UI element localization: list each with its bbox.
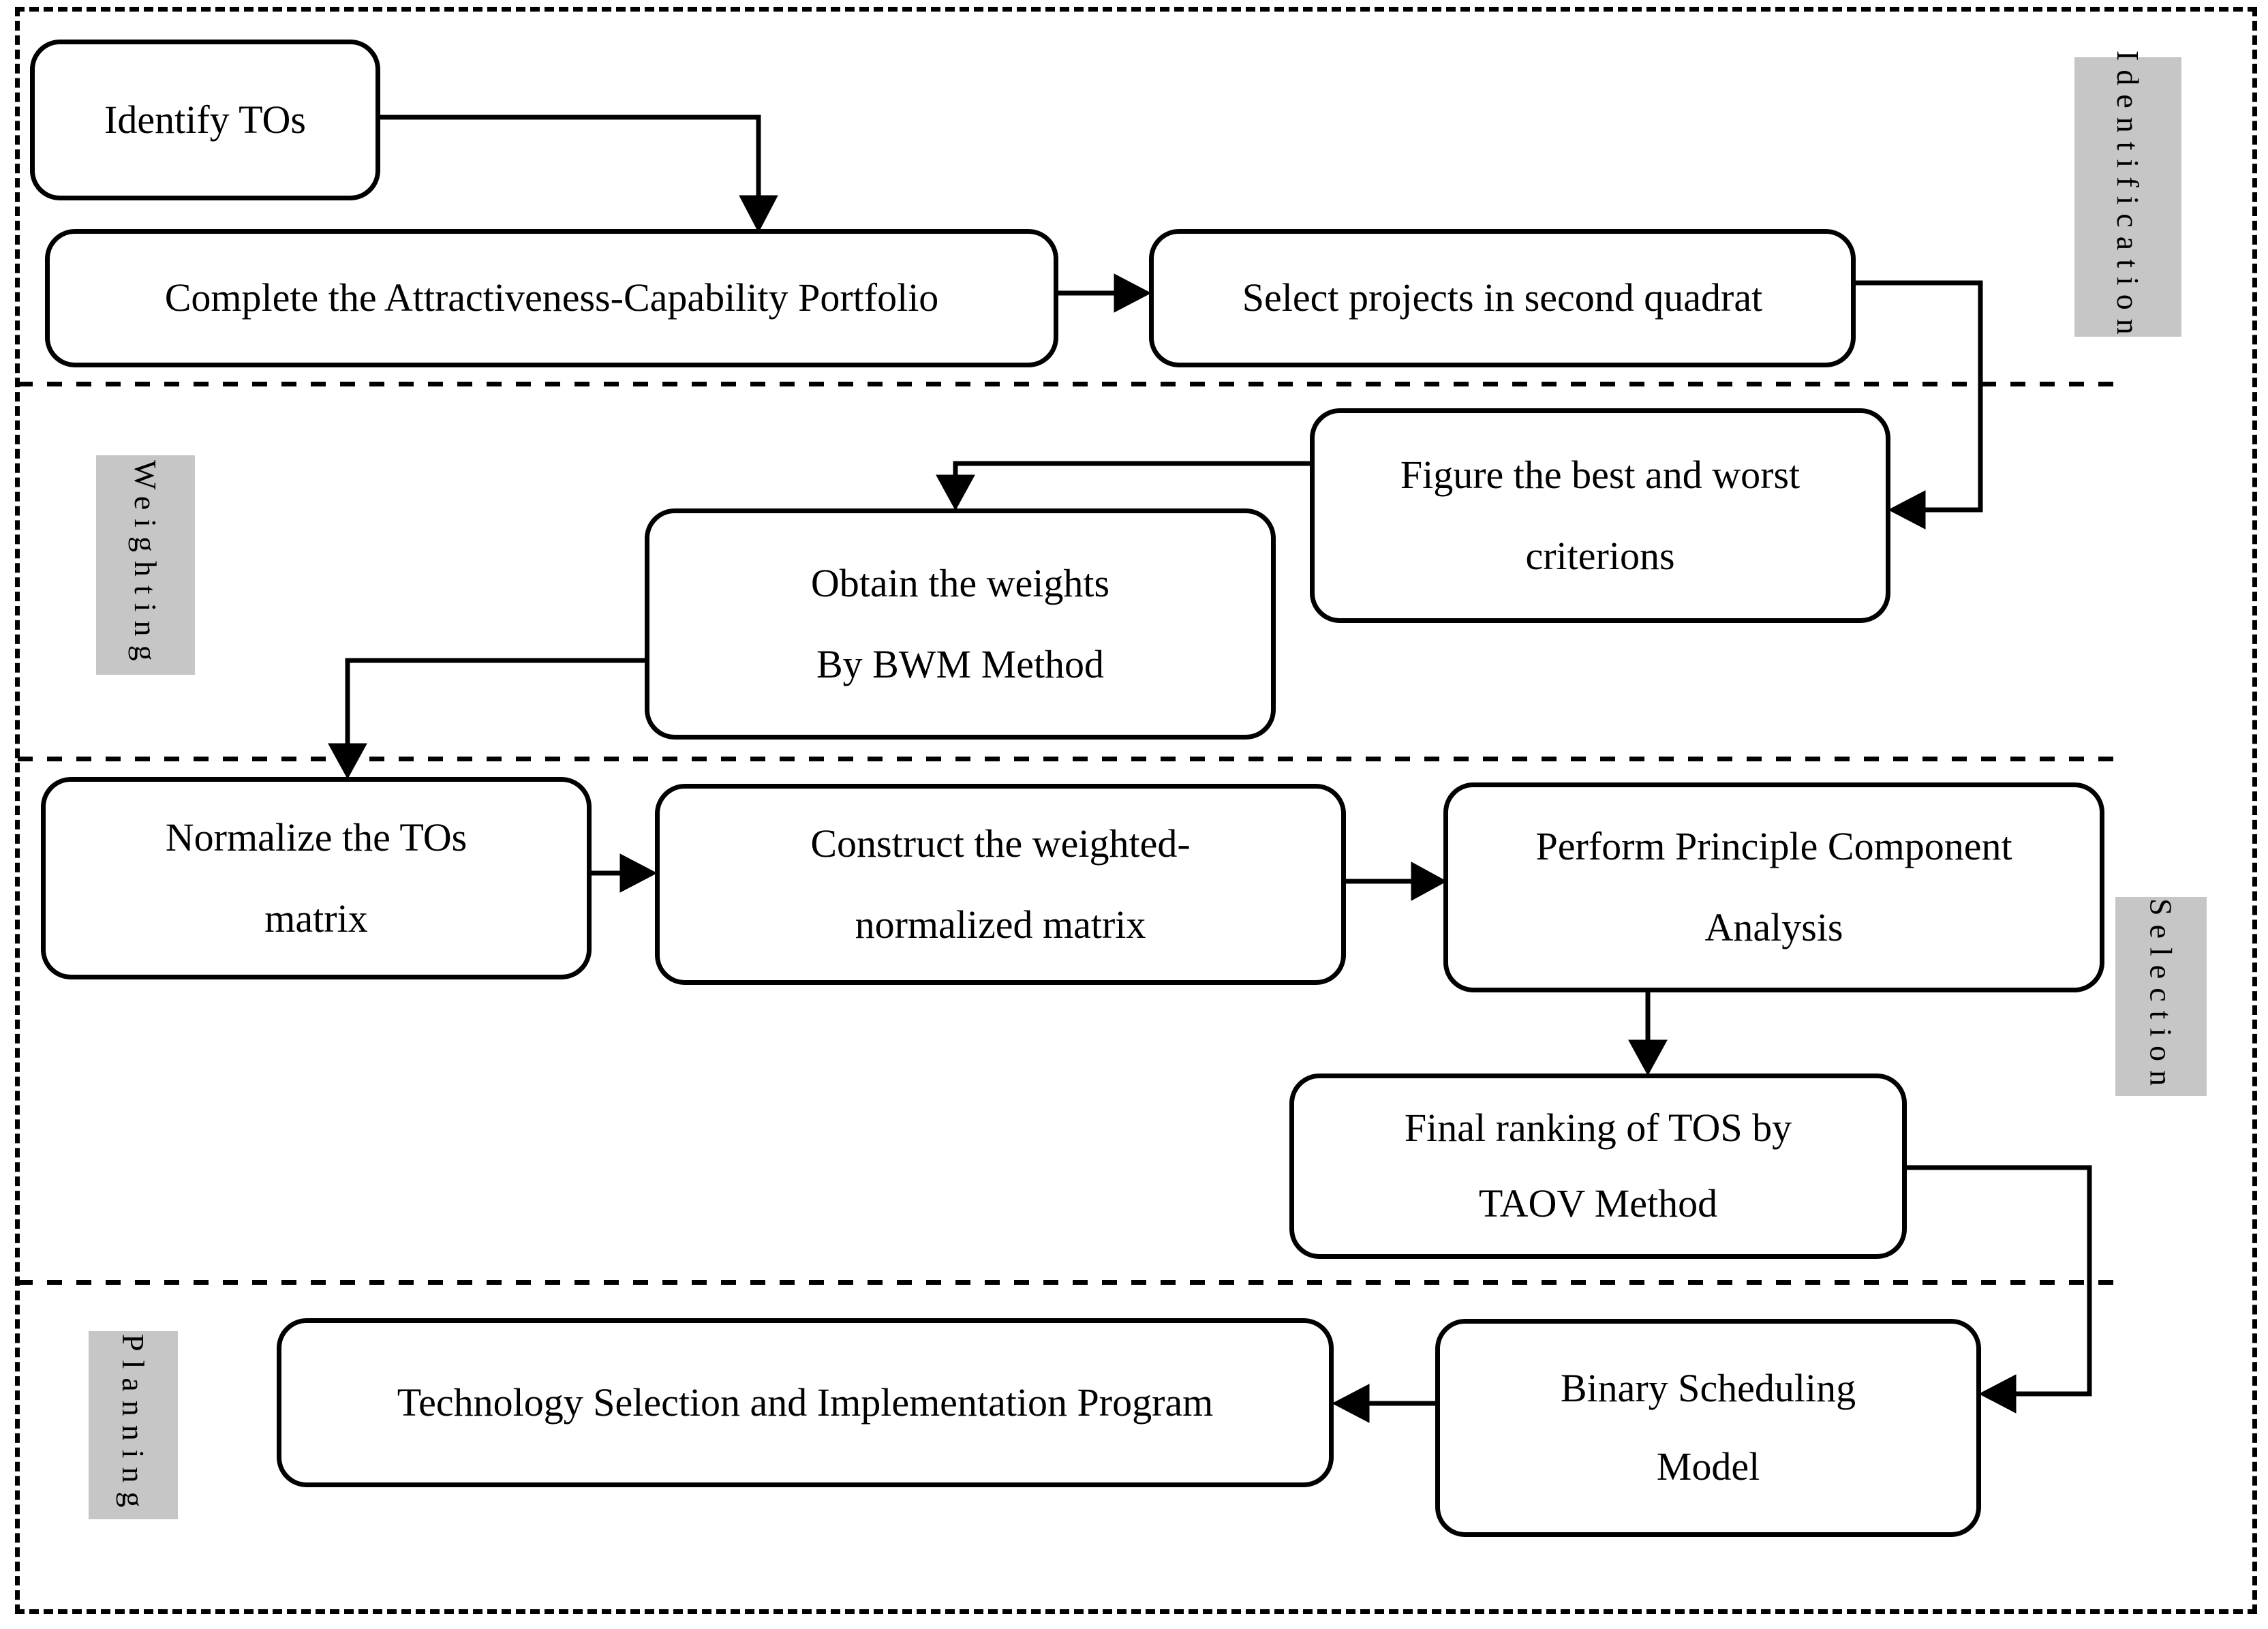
flow-box-figure-best-worst: Figure the best and worst criterions [1310, 408, 1890, 623]
arrowhead-down [1628, 1039, 1668, 1076]
arrowhead-down [328, 743, 367, 780]
divider-identification-weighting [18, 382, 2127, 386]
flow-box-obtain-weights: Obtain the weights By BWM Method [645, 508, 1276, 740]
connector-obtain-to-normalize [328, 658, 645, 780]
arrowhead-down [936, 474, 975, 511]
arrowhead-right [1114, 273, 1152, 313]
box-text: Obtain the weights [810, 560, 1110, 605]
box-text: Perform Principle Component [1535, 824, 2012, 869]
outer-dashed-border [15, 7, 2257, 1614]
flow-box-select-projects: Select projects in second quadrat [1149, 229, 1856, 367]
section-label-weighting: Weighting [96, 455, 195, 675]
box-text: Final ranking of TOS by [1404, 1106, 1792, 1151]
section-label-planning: Planning [89, 1331, 178, 1519]
divider-weighting-selection [18, 757, 2127, 761]
arrowhead-left [1978, 1374, 2017, 1414]
box-text: Identify TOs [104, 97, 306, 142]
box-text: Complete the Attractiveness-Capability P… [164, 275, 939, 320]
box-text: Analysis [1704, 905, 1843, 949]
box-text: matrix [264, 896, 368, 941]
box-text: Binary Scheduling [1560, 1366, 1856, 1411]
flow-box-normalize-matrix: Normalize the TOs matrix [41, 777, 592, 979]
arrowhead-right [619, 853, 658, 893]
connector-figure-to-obtain [936, 461, 1310, 511]
box-text: Model [1656, 1444, 1760, 1489]
arrowhead-down [739, 195, 778, 233]
arrowhead-left [1332, 1384, 1370, 1423]
flow-box-final-ranking: Final ranking of TOS by TAOV Method [1289, 1074, 1907, 1259]
divider-selection-planning [18, 1280, 2127, 1285]
connector-select-to-figure [1856, 280, 1983, 530]
flow-box-technology-program: Technology Selection and Implementation … [277, 1318, 1334, 1487]
section-label-selection: Selection [2115, 897, 2207, 1096]
box-text: Technology Selection and Implementation … [397, 1380, 1214, 1425]
box-text: Construct the weighted- [810, 821, 1191, 866]
box-text: TAOV Method [1478, 1181, 1718, 1225]
box-text: Normalize the TOs [165, 814, 468, 859]
connector-construct-to-perform [1346, 862, 1447, 901]
connector-complete-to-select [1058, 273, 1152, 313]
box-text: criterions [1525, 533, 1675, 578]
box-text: normalized matrix [855, 902, 1146, 947]
arrowhead-left [1888, 490, 1926, 530]
flow-box-perform-pca: Perform Principle Component Analysis [1443, 782, 2104, 992]
box-text: Figure the best and worst [1400, 452, 1800, 497]
connector-final-to-binary [1907, 1165, 2092, 1414]
section-label-identification: Identification [2074, 50, 2181, 344]
flow-box-complete-portfolio: Complete the Attractiveness-Capability P… [45, 229, 1058, 367]
flow-box-identify-tos: Identify TOs [30, 40, 380, 200]
flow-box-binary-scheduling: Binary Scheduling Model [1435, 1319, 1981, 1537]
arrowhead-right [1411, 862, 1447, 901]
box-text: By BWM Method [816, 641, 1105, 686]
connector-normalize-to-construct [592, 853, 658, 893]
box-text: Select projects in second quadrat [1242, 275, 1763, 320]
connector-identify-to-complete [380, 115, 778, 233]
connector-perform-to-final [1628, 992, 1668, 1076]
flow-box-construct-matrix: Construct the weighted- normalized matri… [655, 784, 1346, 985]
connector-binary-to-technology [1332, 1384, 1435, 1423]
